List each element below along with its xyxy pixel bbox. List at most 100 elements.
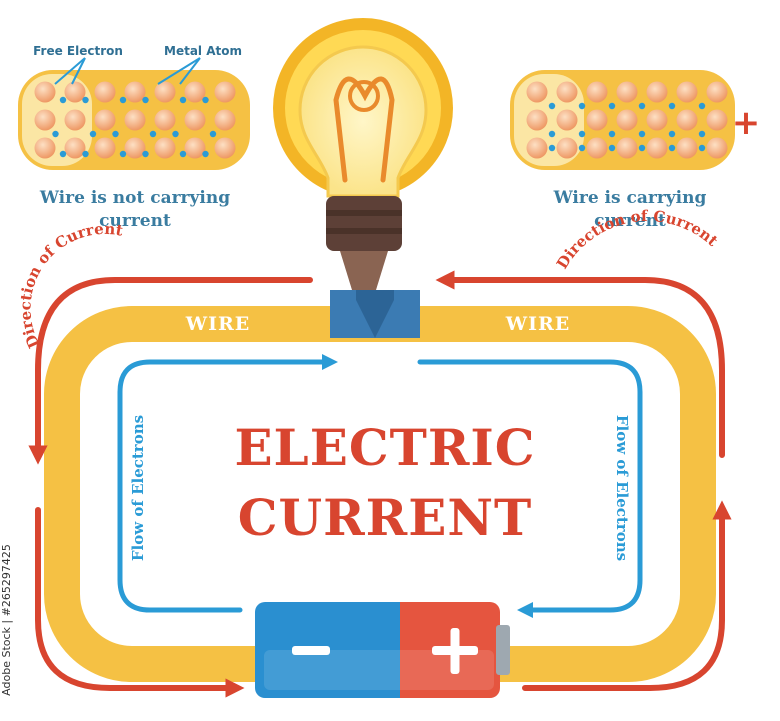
carrying-caption-line1: Wire is carrying xyxy=(553,188,707,208)
metal-atom xyxy=(184,109,206,131)
free-electron xyxy=(119,96,127,104)
free-electron xyxy=(209,130,217,138)
metal-atom xyxy=(64,109,86,131)
metal-atom xyxy=(34,81,56,103)
free-electron xyxy=(548,130,556,138)
metal-atom xyxy=(706,109,728,131)
free-electron-label: Free Electron xyxy=(33,44,123,58)
free-electron xyxy=(149,130,157,138)
free-electron xyxy=(698,130,706,138)
metal-atom xyxy=(676,109,698,131)
free-electron xyxy=(578,144,586,152)
metal-atom xyxy=(64,137,86,159)
metal-atoms-right xyxy=(526,81,728,159)
free-electron xyxy=(698,144,706,152)
metal-atom xyxy=(706,137,728,159)
free-electron xyxy=(668,130,676,138)
metal-atom xyxy=(154,81,176,103)
direction-label-right: Direction of Current xyxy=(553,207,722,272)
metal-atom xyxy=(214,109,236,131)
free-electron xyxy=(179,150,187,158)
metal-atom xyxy=(214,81,236,103)
carrying-plus-sign: + xyxy=(732,103,761,143)
metal-atom xyxy=(616,81,638,103)
free-electron xyxy=(202,96,209,104)
carrying-caption-line2: current xyxy=(594,211,666,231)
battery-negative-body xyxy=(255,602,410,698)
free-electron xyxy=(59,150,67,158)
metal-atom-label: Metal Atom xyxy=(164,44,242,58)
metal-atom xyxy=(586,81,608,103)
free-electron xyxy=(548,144,556,152)
free-electron xyxy=(608,130,616,138)
metal-atom xyxy=(616,109,638,131)
metal-atom xyxy=(34,109,56,131)
free-electron xyxy=(142,150,149,158)
metal-atom xyxy=(124,137,146,159)
battery-plus-sign-v xyxy=(450,628,460,674)
wire-label-left: WIRE xyxy=(185,313,251,335)
metal-atom xyxy=(586,137,608,159)
free-electron xyxy=(59,96,67,104)
electron-flow-arrows xyxy=(117,353,643,619)
metal-atom xyxy=(526,109,548,131)
free-electron-pointer xyxy=(71,57,86,85)
metal-atom xyxy=(526,137,548,159)
metal-atom-pointer xyxy=(179,57,201,85)
battery-minus-sign xyxy=(292,646,330,655)
free-electron xyxy=(668,102,676,110)
wire-label-right: WIRE xyxy=(505,313,571,335)
free-electrons-right xyxy=(548,102,706,152)
bulb-base xyxy=(326,196,402,251)
metal-atom xyxy=(94,137,116,159)
direction-arrow-bottom-left xyxy=(35,507,245,698)
direction-arrows xyxy=(28,270,732,698)
metal-atom xyxy=(646,137,668,159)
metal-atom xyxy=(586,109,608,131)
not-carrying-caption-line2: current xyxy=(99,211,171,231)
stock-watermark: Adobe Stock | #265297425 xyxy=(0,544,13,696)
metal-atoms-left xyxy=(34,81,236,159)
direction-arrow-top-right xyxy=(435,270,725,458)
free-electron xyxy=(202,150,209,158)
free-electron xyxy=(668,144,676,152)
metal-atom xyxy=(556,109,578,131)
free-electron xyxy=(142,96,149,104)
metal-atom xyxy=(706,81,728,103)
wire-carrying-illustration xyxy=(510,70,735,170)
light-bulb xyxy=(273,18,453,338)
metal-atom xyxy=(154,137,176,159)
free-electron xyxy=(578,130,586,138)
direction-arrow-bottom-right xyxy=(522,500,732,691)
free-electron xyxy=(112,130,119,138)
free-electron xyxy=(82,150,89,158)
wire-not-carrying-illustration xyxy=(18,57,250,170)
flow-arrow-left xyxy=(117,353,339,613)
metal-atom xyxy=(646,109,668,131)
metal-atom xyxy=(184,137,206,159)
battery-terminal xyxy=(496,625,510,675)
bulb-filament xyxy=(333,76,395,183)
title-line2: CURRENT xyxy=(238,488,533,547)
not-carrying-caption-line1: Wire is not carrying xyxy=(39,188,230,208)
metal-atom xyxy=(214,137,236,159)
free-electron xyxy=(698,102,706,110)
free-electron xyxy=(608,102,616,110)
metal-atom xyxy=(556,137,578,159)
metal-atom xyxy=(184,81,206,103)
free-electron xyxy=(578,102,586,110)
free-electron xyxy=(638,102,646,110)
flow-label-right: Flow of Electrons xyxy=(613,415,631,561)
metal-atom xyxy=(124,109,146,131)
metal-atom xyxy=(34,137,56,159)
free-electron xyxy=(172,130,179,138)
free-electron xyxy=(548,102,556,110)
free-electron xyxy=(638,130,646,138)
title-line1: ELECTRIC xyxy=(234,418,535,477)
metal-atom xyxy=(154,109,176,131)
metal-atom xyxy=(64,81,86,103)
metal-atom xyxy=(526,81,548,103)
metal-atom xyxy=(676,81,698,103)
